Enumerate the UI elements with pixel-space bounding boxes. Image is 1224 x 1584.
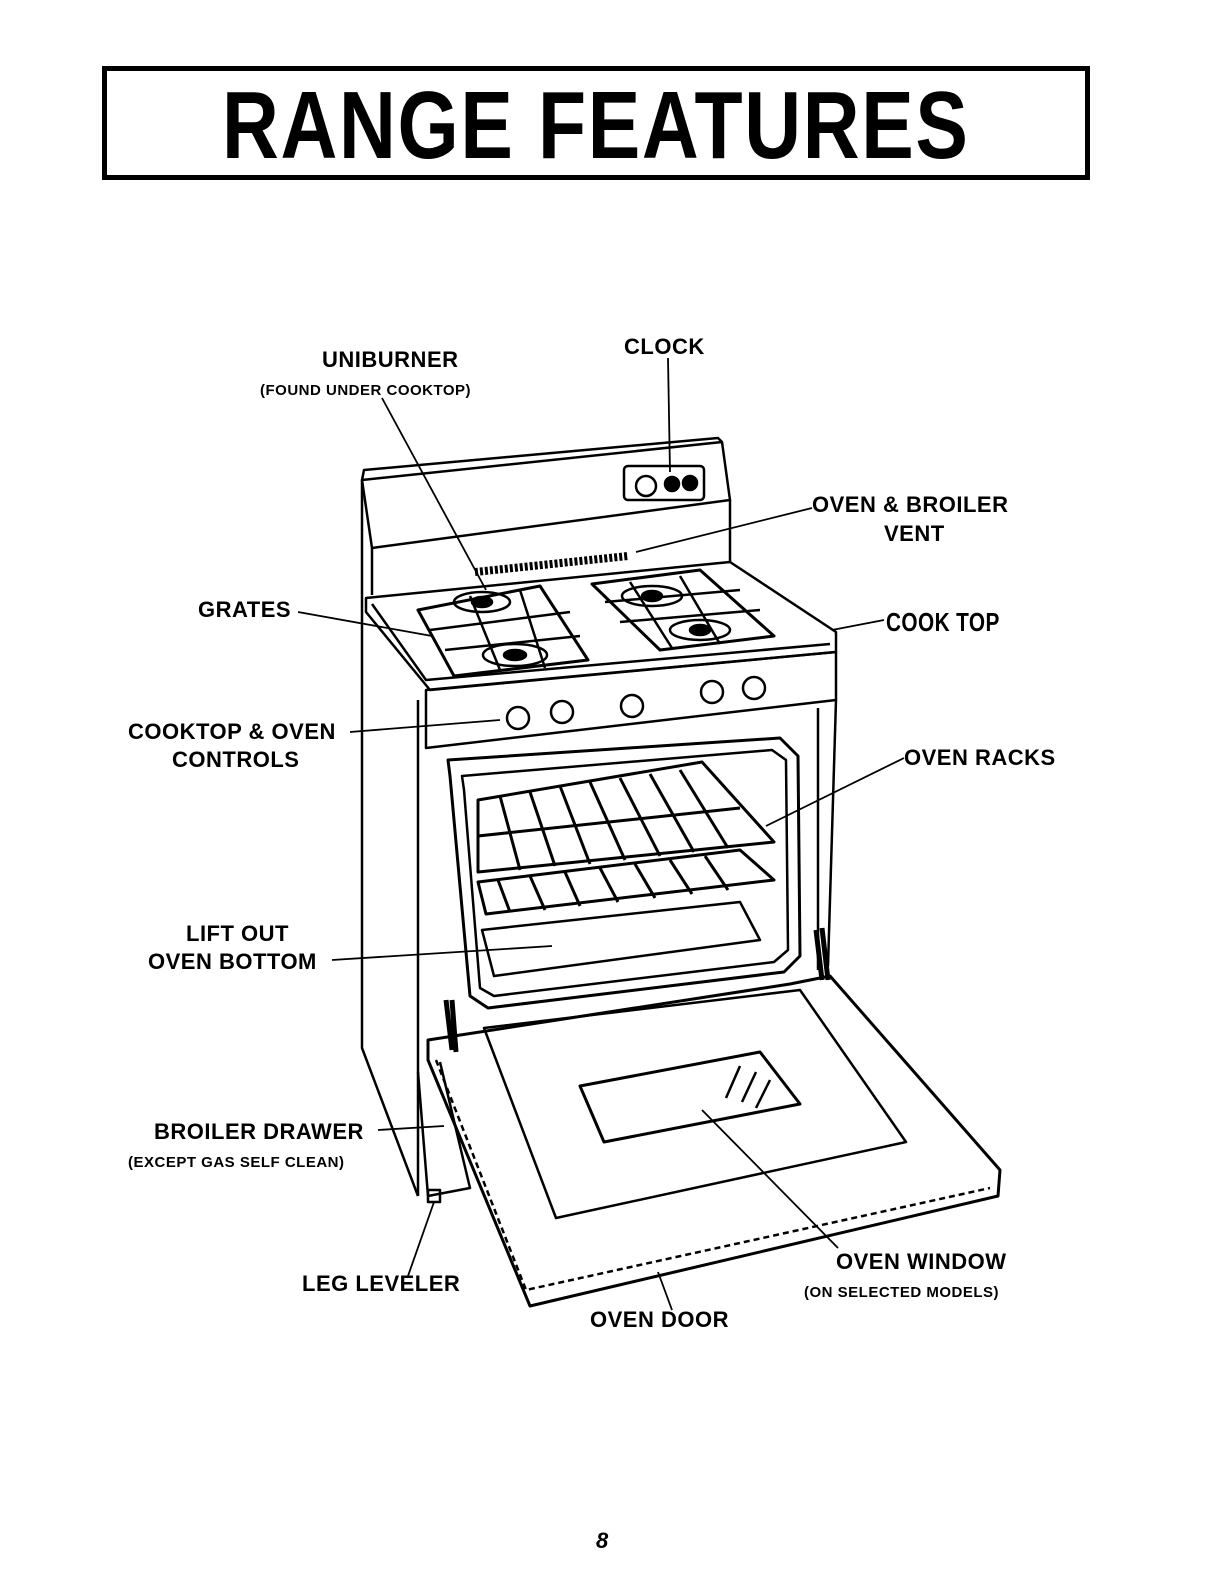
clock-knob-2 <box>665 477 679 491</box>
leader-clock <box>668 358 670 472</box>
hinge-right <box>816 928 828 980</box>
page-number: 8 <box>596 1528 608 1554</box>
grate-left <box>418 586 588 676</box>
label-oven-window: OVEN WINDOW <box>836 1248 1007 1276</box>
backguard <box>362 442 730 548</box>
leader-grates <box>298 612 432 636</box>
leader-vent <box>636 508 812 552</box>
oven-window-glass <box>580 1052 800 1142</box>
clock-knob-3 <box>683 476 697 490</box>
label-oven-racks: OVEN RACKS <box>904 744 1056 772</box>
label-uniburner: UNIBURNER <box>322 346 459 374</box>
leader-uniburner <box>382 398 486 590</box>
cooktop <box>366 562 836 690</box>
label-leg-leveler: LEG LEVELER <box>302 1270 460 1298</box>
label-oven-window-note: (ON SELECTED MODELS) <box>804 1284 999 1301</box>
label-grates: GRATES <box>198 596 291 624</box>
leader-leg-leveler <box>408 1202 434 1276</box>
label-oven-broiler-vent-1: OVEN & BROILER <box>812 491 1008 519</box>
label-oven-door: OVEN DOOR <box>590 1306 729 1334</box>
label-oven-broiler-vent-2: VENT <box>884 520 945 548</box>
label-lift-out-1: LIFT OUT <box>186 920 289 948</box>
leader-oven-bottom <box>332 946 552 960</box>
cabinet-left <box>362 480 418 1196</box>
label-broiler-drawer: BROILER DRAWER <box>154 1118 364 1146</box>
clock-knob-1 <box>636 476 656 496</box>
label-lift-out-2: OVEN BOTTOM <box>148 948 317 976</box>
leader-broiler-drawer <box>378 1126 444 1130</box>
label-controls-1: COOKTOP & OVEN <box>128 718 336 746</box>
label-cook-top: COOK TOP <box>886 608 1000 636</box>
leader-oven-door <box>658 1272 672 1310</box>
vent-strip <box>475 556 628 572</box>
oven-opening <box>448 738 800 1008</box>
oven-rack-upper <box>478 762 774 872</box>
control-panel <box>426 652 836 748</box>
label-controls-2: CONTROLS <box>172 746 299 774</box>
leader-cook-top <box>832 620 884 630</box>
cabinet-right <box>828 700 836 966</box>
oven-bottom <box>482 902 760 976</box>
label-broiler-drawer-note: (EXCEPT GAS SELF CLEAN) <box>128 1154 345 1171</box>
label-uniburner-note: (FOUND UNDER COOKTOP) <box>260 382 471 399</box>
oven-rack-lower <box>478 850 774 914</box>
label-clock: CLOCK <box>624 333 705 361</box>
leader-oven-window <box>702 1110 838 1248</box>
hinge-left <box>446 1000 456 1052</box>
